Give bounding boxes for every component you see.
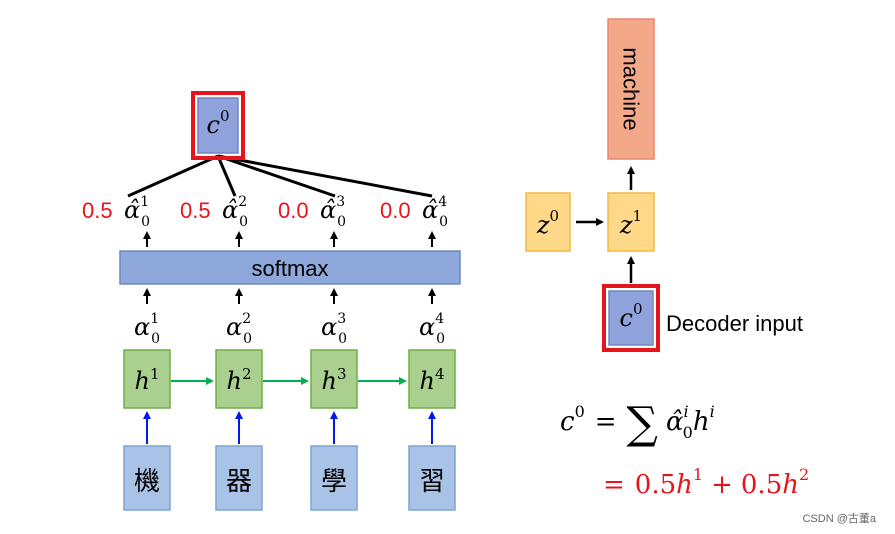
input-token-label: 習 [419,467,445,497]
hidden-state-sup: 2 [242,365,252,383]
context-highlight-frame [191,91,245,160]
weight-line-2 [216,155,237,197]
svg-text:h2: h2 [226,365,251,395]
hidden-state-box-1: h1 [123,349,171,409]
context-sup: 0 [220,107,230,125]
svg-text:z0: z0 [536,207,559,239]
formula-line-2: =0.5h1+0.5h2 [603,465,809,500]
attention-weight-1: 0.5 [82,198,113,223]
softmax-label: softmax [251,256,328,281]
svg-text:h1: h1 [134,365,159,395]
context-vector-box: c0 [191,91,245,160]
hidden-state-box-3: h3 [310,349,358,409]
input-token-label: 學 [321,467,347,497]
svg-text:h3: h3 [321,365,346,395]
decoder-input-label: Decoder input [666,311,803,336]
hidden-state-base: h [321,367,336,395]
hidden-state-base: h [226,367,241,395]
input-token-label: 機 [134,467,160,497]
hidden-state-sup: 4 [435,365,445,383]
hidden-state-base: h [419,367,434,395]
weight-line-4 [217,154,433,198]
weight-line-3 [217,154,336,198]
decoder-input-box: c0 [602,284,660,352]
attention-weight-3: 0.0 [278,198,309,223]
input-token-box-2: 器 [215,445,263,511]
input-token-box-1: 機 [123,445,171,511]
context-base: c [207,111,220,139]
input-token-box-4: 習 [408,445,456,511]
input-token-box-3: 學 [310,445,358,511]
input-token-label: 器 [226,467,252,497]
svg-text:h4: h4 [419,365,444,395]
svg-text:c0: c0 [207,107,230,139]
hidden-state-sup: 3 [337,365,347,383]
decoder-state-z0: z0 [525,192,571,252]
softmax-block: softmax [119,250,461,285]
hidden-state-sup: 1 [150,365,160,383]
decoder-input-highlight-frame [602,284,660,352]
decoder-state-z1: z1 [607,192,655,252]
decoder-output-label: machine [619,47,644,130]
attention-weight-2: 0.5 [180,198,211,223]
svg-text:z1: z1 [619,207,642,239]
decoder-output-box: machine [607,18,655,160]
watermark: CSDN @古董a [802,512,876,525]
weight-line-1 [127,154,219,198]
svg-text:c0: c0 [620,300,643,332]
hidden-state-box-2: h2 [215,349,263,409]
attention-weight-4: 0.0 [380,198,411,223]
hidden-state-box-4: h4 [408,349,456,409]
hidden-state-base: h [134,367,149,395]
